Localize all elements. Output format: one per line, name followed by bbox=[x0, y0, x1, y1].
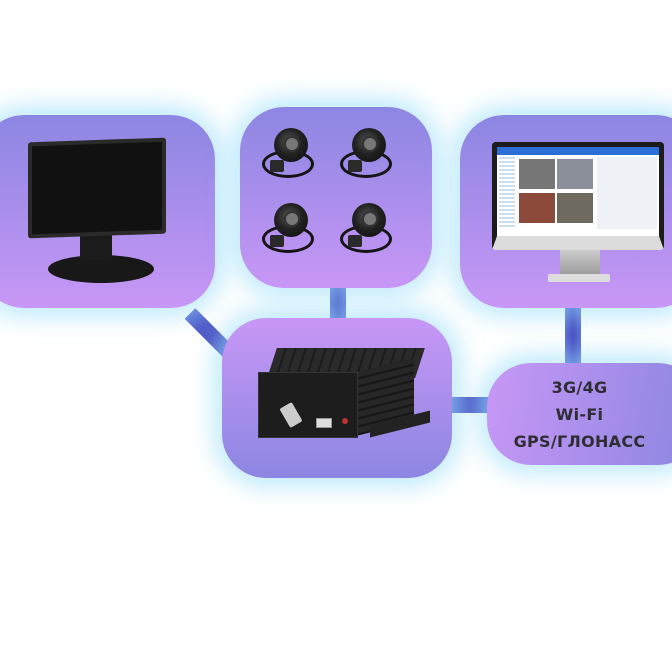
connectivity-labels: 3G/4G Wi-Fi GPS/ГЛОНАСС bbox=[487, 363, 672, 465]
connector-dvr-network bbox=[450, 397, 490, 413]
connector-cameras-dvr bbox=[330, 286, 346, 320]
connectivity-node bbox=[487, 363, 672, 465]
dome-camera-icon bbox=[340, 203, 392, 255]
label-wifi: Wi-Fi bbox=[555, 404, 604, 424]
dome-camera-icon bbox=[262, 128, 314, 180]
connector-pc-network bbox=[565, 306, 581, 366]
dome-camera-icon bbox=[340, 128, 392, 180]
label-gps: GPS/ГЛОНАСС bbox=[513, 431, 646, 451]
dome-camera-icon bbox=[262, 203, 314, 255]
cameras-node bbox=[240, 107, 432, 288]
label-cellular: 3G/4G bbox=[551, 377, 608, 397]
